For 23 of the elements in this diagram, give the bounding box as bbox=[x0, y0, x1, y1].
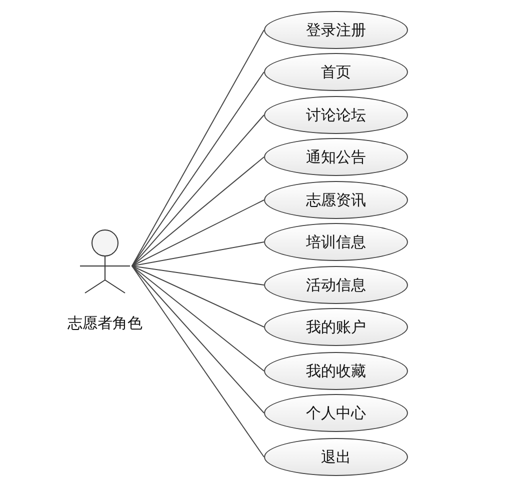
use-case-ellipse: 个人中心 bbox=[264, 394, 408, 432]
use-case-ellipse: 首页 bbox=[264, 53, 408, 91]
use-case-ellipse: 登录注册 bbox=[264, 11, 408, 49]
association-line bbox=[132, 156, 264, 266]
association-line bbox=[132, 242, 264, 266]
association-line bbox=[132, 266, 264, 414]
use-case-ellipse: 退出 bbox=[264, 438, 408, 476]
use-case-ellipse: 志愿资讯 bbox=[264, 181, 408, 219]
association-line bbox=[132, 72, 264, 266]
use-case-ellipse: 培训信息 bbox=[264, 223, 408, 261]
use-case-ellipse: 通知公告 bbox=[264, 138, 408, 176]
association-line bbox=[132, 266, 264, 372]
association-line bbox=[132, 200, 264, 266]
use-case-ellipse: 活动信息 bbox=[264, 266, 408, 304]
association-line bbox=[132, 114, 264, 266]
actor-name: 志愿者角色 bbox=[68, 314, 142, 333]
use-case-ellipse: 我的收藏 bbox=[264, 352, 408, 390]
use-case-ellipse: 讨论论坛 bbox=[264, 96, 408, 134]
use-case-ellipse: 我的账户 bbox=[264, 308, 408, 346]
association-line bbox=[132, 266, 264, 328]
association-line bbox=[132, 266, 264, 458]
association-line bbox=[132, 30, 264, 266]
association-line bbox=[132, 266, 264, 286]
